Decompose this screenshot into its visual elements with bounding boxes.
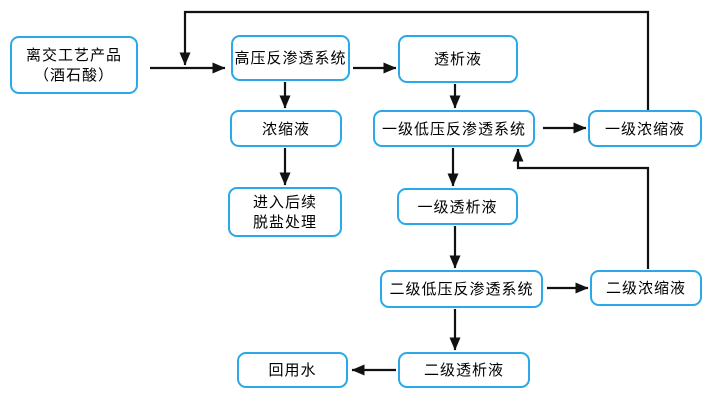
node-reuse-water: 回用水 [237, 352, 348, 388]
node-label: 高压反渗透系统 [234, 49, 347, 67]
node-label: 二级透析液 [423, 361, 504, 379]
node-stage2-concentrate: 二级浓缩液 [590, 270, 702, 306]
node-label: 脱盐处理 [252, 213, 317, 231]
node-dialysate: 透析液 [398, 35, 518, 83]
node-high-pressure-ro-system: 高压反渗透系统 [231, 35, 350, 81]
node-label: 浓缩液 [261, 119, 310, 138]
node-concentrate: 浓缩液 [230, 110, 342, 147]
node-subsequent-desalination: 进入后续 脱盐处理 [228, 187, 342, 237]
node-label: 一级浓缩液 [604, 119, 685, 138]
node-label: 一级透析液 [417, 197, 498, 216]
node-label: 进入后续 [252, 193, 317, 211]
node-stage1-low-pressure-ro-system: 一级低压反渗透系统 [373, 110, 535, 147]
node-label: 透析液 [433, 50, 482, 68]
node-stage1-dialysate: 一级透析液 [397, 188, 518, 225]
node-label: 回用水 [268, 361, 317, 379]
node-stage2-low-pressure-ro-system: 二级低压反渗透系统 [380, 270, 543, 308]
node-label: 二级浓缩液 [605, 279, 686, 297]
node-stage2-dialysate: 二级透析液 [398, 352, 530, 388]
node-label: 二级低压反渗透系统 [389, 280, 534, 298]
node-source-product: 离交工艺产品 （酒石酸） [10, 36, 138, 94]
node-stage1-concentrate: 一级浓缩液 [588, 110, 702, 147]
node-label: 离交工艺产品 [25, 46, 122, 64]
node-label: 一级低压反渗透系统 [381, 119, 526, 138]
edge-lv2-concentrate-recycle-to-lv1-ro [512, 148, 650, 269]
node-label: （酒石酸） [33, 66, 114, 84]
